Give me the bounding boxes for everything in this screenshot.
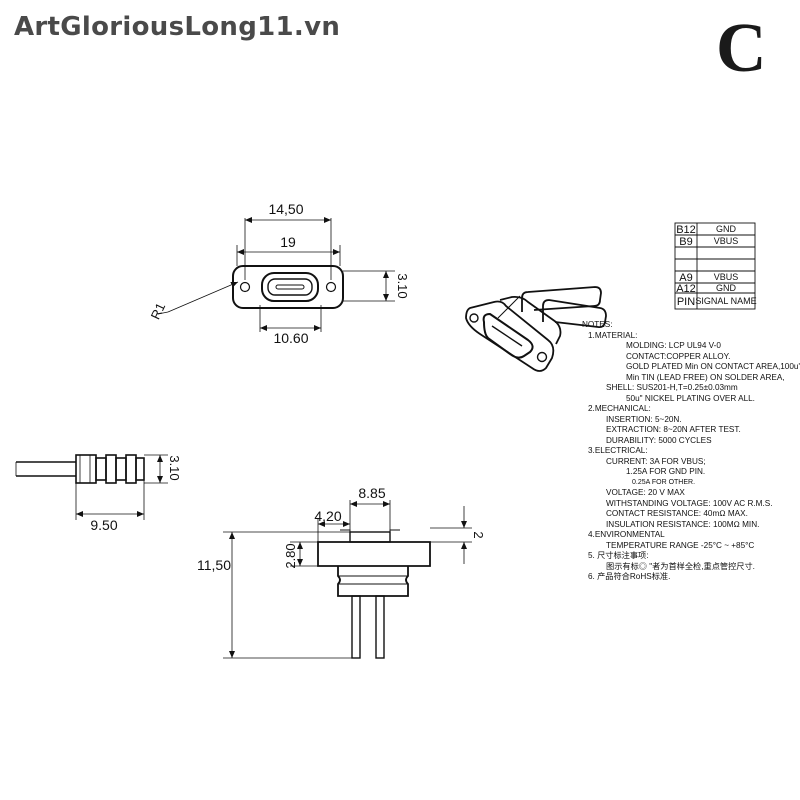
dim-hole-spacing: 19 xyxy=(280,234,296,250)
pin-cell: B12 xyxy=(676,224,696,236)
note-line: 4.ENVIRONMENTAL xyxy=(588,530,665,539)
note-line: WITHSTANDING VOLTAGE: 100V AC R.M.S. xyxy=(606,498,773,508)
side-view-labels: 9.50 3.10 xyxy=(90,455,182,533)
dim-side-height: 3.10 xyxy=(167,455,182,480)
dim-top-height: 3.10 xyxy=(395,273,410,298)
note-line: 6. 产品符合RoHS标准. xyxy=(588,572,671,581)
note-line: VOLTAGE: 20 V MAX xyxy=(606,488,685,497)
radius-label: R1 xyxy=(148,300,169,321)
note-line: GOLD PLATED Min ON CONTACT AREA,100u" xyxy=(626,362,800,371)
note-line: CONTACT RESISTANCE: 40mΩ MAX. xyxy=(606,509,748,518)
note-line: 50u" NICKEL PLATING OVER ALL. xyxy=(626,393,755,403)
signal-cell: VBUS xyxy=(714,236,739,246)
note-line: CONTACT:COPPER ALLOY. xyxy=(626,351,731,361)
pin-cell: B9 xyxy=(679,236,692,248)
note-line: CURRENT: 3A FOR VBUS; xyxy=(606,456,706,466)
note-line: 图示有标◎ "者为首样全检,重点管控尺寸. xyxy=(606,561,755,571)
dim-thickness: 2 xyxy=(471,531,486,538)
iso-pin-lower xyxy=(542,299,607,329)
front-view xyxy=(223,500,472,659)
note-line: INSERTION: 5~20N. xyxy=(606,414,682,424)
dim-side-length: 9.50 xyxy=(90,517,117,533)
dim-flange-offset: 4.20 xyxy=(314,508,341,524)
pin-header: PIN xyxy=(677,296,695,308)
pin-table xyxy=(674,222,756,310)
port-outer xyxy=(261,272,319,302)
dim-total-height: 11,50 xyxy=(197,557,231,573)
note-line: 1.25A FOR GND PIN. xyxy=(626,467,706,476)
pin-table-text: B12 GND B9 VBUS A9 VBUS A12 GND PIN SIGN… xyxy=(676,224,756,308)
note-line: MOLDING: LCP UL94 V-0 xyxy=(626,341,721,350)
iso-pin-upper xyxy=(521,286,602,312)
variant-badge: C xyxy=(716,10,767,87)
iso-body-top xyxy=(499,295,562,345)
iso-port xyxy=(482,313,534,359)
note-line: 5. 尺寸标注事项: xyxy=(588,551,649,560)
note-line: INSULATION RESISTANCE: 100MΩ MIN. xyxy=(606,519,760,529)
note-line: EXTRACTION: 8~20N AFTER TEST. xyxy=(606,425,741,434)
note-line: 3.ELECTRICAL: xyxy=(588,446,648,455)
top-view-labels: 14,50 19 10.60 3.10 R1 xyxy=(148,201,410,346)
note-line: TEMPERATURE RANGE -25°C ~ +85°C xyxy=(606,540,755,550)
dim-flange-height: 2.80 xyxy=(283,543,298,568)
pin-cell: A12 xyxy=(676,283,696,295)
note-line: 2.MECHANICAL: xyxy=(588,404,651,413)
dim-top-width: 8.85 xyxy=(358,485,385,501)
note-line: 1.MATERIAL: xyxy=(588,330,638,340)
isometric-view xyxy=(465,286,607,372)
signal-cell: GND xyxy=(716,283,737,293)
port-inner xyxy=(267,278,313,296)
signal-cell: GND xyxy=(716,224,737,234)
note-line: SHELL: SUS201-H,T=0.25±0.03mm xyxy=(606,383,738,392)
mounting-hole-right xyxy=(325,281,337,293)
note-line: Min TIN (LEAD FREE) ON SOLDER AREA, xyxy=(626,372,785,382)
tongue xyxy=(275,284,305,290)
pin-cell: A9 xyxy=(679,272,692,284)
note-line: 0.25A FOR OTHER. xyxy=(632,478,696,486)
mounting-hole-left xyxy=(239,281,251,293)
dim-overall-width: 14,50 xyxy=(268,201,303,217)
side-view xyxy=(15,454,168,520)
notes-heading: NOTES: xyxy=(582,320,613,329)
top-view xyxy=(157,217,395,332)
iso-flange xyxy=(465,300,555,372)
signal-header: SIGNAL NAME xyxy=(695,296,756,306)
front-view-labels: 8.85 4.20 11,50 2.80 2 xyxy=(197,485,486,573)
signal-cell: VBUS xyxy=(714,272,739,282)
note-line: DURABILITY: 5000 CYCLES xyxy=(606,435,712,445)
watermark: ArtGloriousLong11.vn xyxy=(14,12,341,42)
dim-opening-width: 10.60 xyxy=(273,330,308,346)
